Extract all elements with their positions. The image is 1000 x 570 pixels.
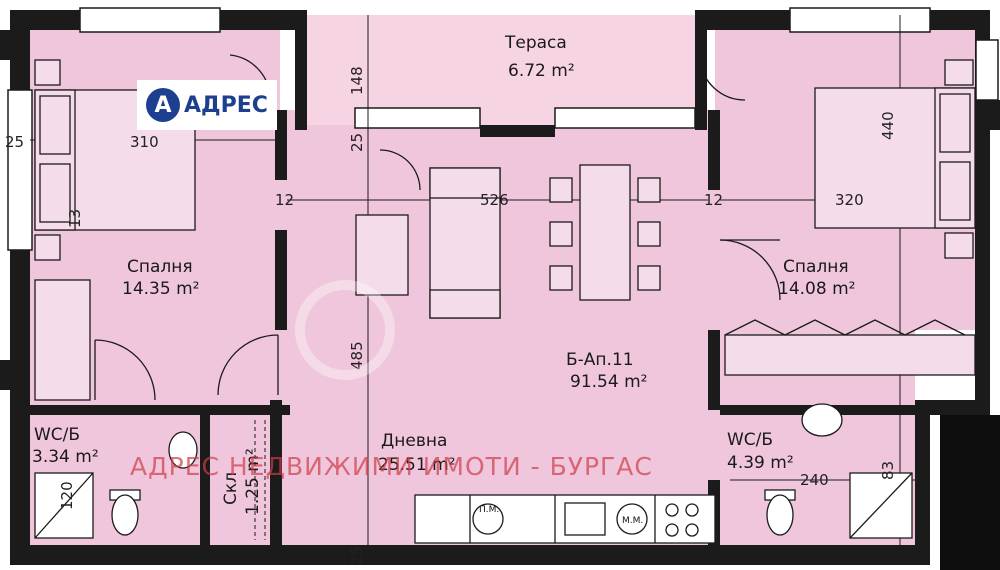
dim-label: 25	[348, 133, 366, 152]
brand-mark-icon: A	[146, 88, 181, 122]
dim-label: 440	[879, 111, 897, 140]
dim-label: 25	[348, 546, 366, 565]
living-furniture	[355, 164, 661, 319]
dim-label: 12	[275, 191, 294, 209]
dim-label: 485	[348, 341, 366, 370]
doors	[94, 54, 781, 401]
storage-area: 1.25 m²	[243, 448, 263, 515]
wc-right-fixtures	[764, 403, 913, 539]
bedroom-left-area: 14.35 m²	[122, 279, 199, 299]
dim-label: 120	[58, 481, 76, 510]
dim-label: 240	[800, 471, 829, 489]
agency-watermark: АДРЕС НЕДВИЖИМИ ИМОТИ - БУРГАС	[130, 452, 653, 481]
brand-logo: A АДРЕС	[137, 80, 277, 130]
bedroom-right-name: Спалня	[783, 257, 849, 277]
wc-left-area: 3.34 m²	[32, 447, 99, 467]
bedroom-left-name: Спалня	[127, 257, 193, 277]
apartment-area: 91.54 m²	[570, 372, 647, 392]
center-watermark-logo	[295, 280, 395, 380]
bedroom-right-area: 14.08 m²	[778, 279, 855, 299]
apartment-label: Б-Ап.11	[566, 350, 634, 370]
storage-name: Скл	[221, 472, 241, 505]
floor-storage	[205, 410, 280, 550]
wc-left-fixtures	[34, 431, 198, 539]
dim-label: 83	[879, 461, 897, 480]
wc-left-name: WC/Б	[34, 425, 80, 445]
brand-name: АДРЕС	[184, 92, 268, 118]
dim-label: 148	[348, 66, 366, 95]
living-name: Дневна	[381, 431, 447, 451]
dim-label: 12	[704, 191, 723, 209]
dishwasher-label: П.М.	[479, 505, 499, 515]
wc-right-name: WC/Б	[727, 430, 773, 450]
windows	[7, 7, 999, 251]
washer-label: М.М.	[622, 516, 643, 526]
dim-label: 526	[480, 191, 509, 209]
dark-block	[940, 415, 1000, 570]
dim-label: 13	[66, 209, 84, 228]
terrace-name: Тераса	[504, 33, 567, 53]
dim-label: 25	[5, 133, 24, 151]
dim-label: 310	[130, 133, 159, 151]
dim-label: 320	[835, 191, 864, 209]
living-area: 25.51 m²	[378, 455, 455, 475]
kitchen	[414, 494, 716, 544]
storage-hatch	[254, 420, 266, 540]
bed-right	[814, 59, 976, 259]
terrace-area: 6.72 m²	[508, 61, 575, 81]
floor-terrace	[305, 15, 695, 125]
wc-right-area: 4.39 m²	[727, 453, 794, 473]
wardrobe-right	[724, 319, 976, 376]
